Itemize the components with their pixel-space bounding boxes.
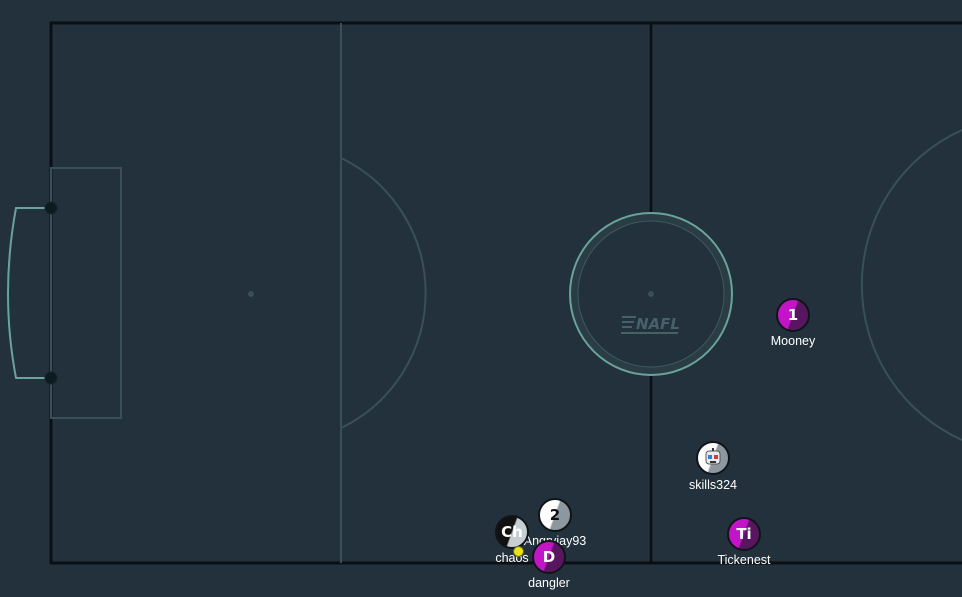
player-initials: D: [542, 548, 556, 566]
player-initials: Ti: [736, 525, 752, 543]
goal-area-left: [50, 167, 122, 419]
arc-left: [340, 157, 427, 429]
logo-text: NAFL: [636, 315, 680, 333]
player-initials: Ch: [501, 523, 523, 541]
goal-post-top: [44, 201, 58, 215]
player-name-skills324: skills324: [689, 478, 737, 492]
player-name-tickenest: Tickenest: [717, 553, 771, 567]
nafl-logo: NAFL: [621, 315, 680, 334]
player-avatar-skills324[interactable]: [696, 441, 730, 475]
player-initials: 1: [787, 306, 799, 324]
player-name-dangler: dangler: [528, 576, 570, 590]
player-name-mooney: Mooney: [770, 334, 816, 348]
penalty-spot-left: [248, 291, 254, 297]
goal-post-bottom: [44, 371, 58, 385]
ball: [513, 546, 524, 557]
player-avatar-tickenest[interactable]: Ti: [727, 517, 761, 551]
player-avatar-chaos[interactable]: Ch: [495, 515, 529, 549]
center-spot: [648, 291, 654, 297]
player-avatar-angryjay93[interactable]: 2: [538, 498, 572, 532]
player-avatar-mooney[interactable]: 1: [776, 298, 810, 332]
robot-face-icon: [705, 448, 721, 465]
player-initials: 2: [549, 506, 561, 524]
goal-net-left: [7, 207, 51, 379]
arc-right: [860, 129, 962, 441]
player-avatar-dangler[interactable]: D: [532, 540, 566, 574]
